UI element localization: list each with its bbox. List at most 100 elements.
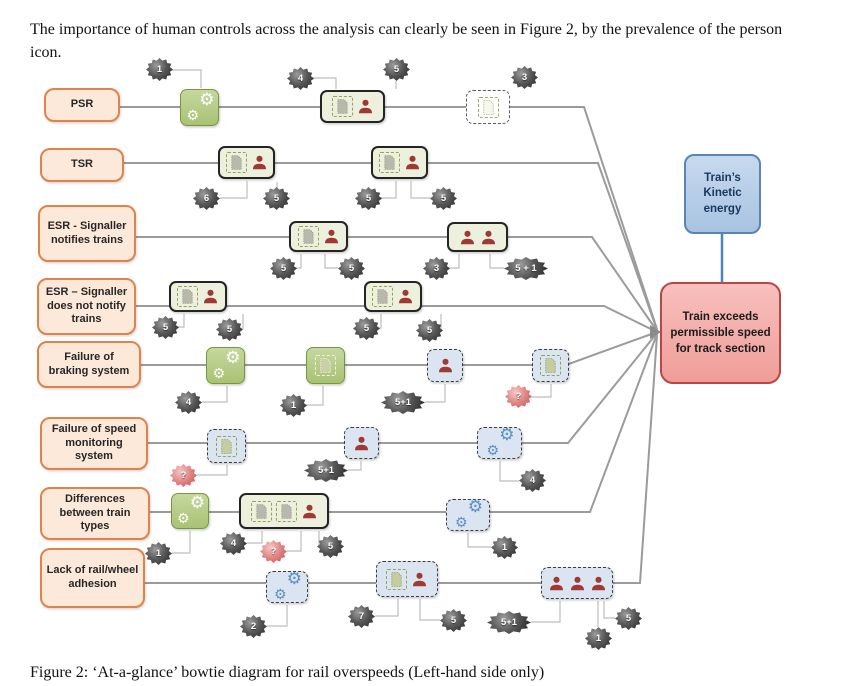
threat-box-esr-notifies: ESR - Signaller notifies trains	[38, 205, 136, 262]
gears-icon: ⚙⚙	[274, 569, 302, 603]
control-procedure-person	[169, 281, 227, 312]
count-badge: 2	[240, 615, 267, 638]
gears-icon: ⚙⚙	[177, 493, 205, 527]
control-procedure-person	[289, 221, 348, 252]
control-document-blue	[532, 349, 569, 382]
count-badge: 4	[175, 391, 202, 414]
count-badge: 5+1	[381, 391, 425, 414]
person-icon	[438, 358, 452, 373]
count-badge: 5	[416, 319, 443, 342]
count-badge: 5	[430, 187, 457, 210]
count-badge: 5 + 1	[504, 257, 548, 280]
control-procedure-person	[364, 281, 422, 312]
control-automation: ⚙⚙	[180, 89, 219, 126]
count-badge: 5	[353, 317, 380, 340]
control-three-persons	[541, 567, 613, 599]
control-document-dashed	[466, 90, 510, 124]
control-two-persons	[447, 222, 508, 252]
person-icon	[358, 99, 372, 114]
person-icon	[203, 289, 218, 304]
document-icon	[225, 152, 247, 173]
document-icon	[250, 500, 272, 522]
threat-box-psr: PSR	[44, 88, 120, 122]
person-icon	[549, 576, 563, 590]
person-icon	[398, 289, 413, 304]
count-badge: 5	[615, 607, 642, 630]
count-badge: 5	[216, 318, 243, 341]
person-icon	[412, 572, 427, 586]
document-icon	[331, 96, 353, 117]
document-icon	[216, 435, 237, 457]
count-badge: 5	[263, 187, 290, 210]
person-icon	[354, 436, 369, 450]
document-icon	[372, 286, 393, 307]
document-icon	[477, 96, 499, 118]
document-icon	[177, 286, 198, 307]
count-badge: 5	[383, 58, 410, 81]
document-icon	[540, 355, 561, 376]
person-icon	[591, 576, 605, 590]
control-document-blue	[207, 429, 246, 463]
control-procedure-person	[218, 146, 275, 179]
count-badge: 1	[145, 542, 172, 565]
unknown-badge: ?	[260, 540, 287, 563]
count-badge: 4	[287, 67, 314, 90]
count-badge: 4	[519, 469, 546, 492]
control-automation: ⚙⚙	[206, 347, 245, 384]
count-badge: 6	[193, 187, 220, 210]
control-person-blue	[427, 349, 463, 382]
person-icon	[302, 504, 316, 518]
gears-icon: ⚙⚙	[186, 89, 215, 124]
gears-icon: ⚙⚙	[486, 425, 515, 459]
person-icon	[481, 230, 495, 244]
body-text: The importance of human controls across …	[30, 21, 783, 62]
count-badge: 7	[348, 605, 375, 628]
person-icon	[570, 576, 584, 590]
person-icon	[252, 155, 266, 170]
person-icon	[324, 229, 338, 244]
threat-box-braking-failure: Failure of braking system	[37, 341, 141, 388]
count-badge: 1	[491, 536, 518, 559]
gears-icon: ⚙⚙	[212, 347, 241, 382]
control-automation: ⚙⚙	[171, 493, 209, 529]
document-icon	[378, 152, 400, 173]
figure-caption: Figure 2: ‘At-a-glance’ bowtie diagram f…	[30, 664, 545, 681]
count-badge: 5	[355, 187, 382, 210]
control-automation-blue: ⚙⚙	[266, 571, 308, 603]
count-badge: 5	[338, 257, 365, 280]
threat-box-speed-monitoring: Failure of speed monitoring system	[40, 417, 148, 470]
count-badge: 1	[280, 394, 307, 417]
count-badge: 5	[440, 609, 467, 632]
unknown-badge: ?	[505, 385, 532, 408]
top-event-box: Train exceeds permissible speed for trac…	[660, 282, 781, 384]
count-badge: 1	[585, 627, 612, 650]
control-automation-blue: ⚙⚙	[477, 427, 522, 459]
unknown-badge: ?	[170, 464, 197, 487]
control-person-blue	[344, 427, 379, 459]
count-badge: 4	[220, 532, 247, 555]
control-two-procedures-person	[239, 493, 329, 529]
threat-box-adhesion: Lack of rail/wheel adhesion	[40, 548, 145, 608]
control-document-person-blue	[376, 561, 438, 597]
count-badge: 5	[270, 257, 297, 280]
person-icon	[460, 230, 474, 244]
threat-box-tsr: TSR	[40, 148, 124, 182]
count-badge: 3	[423, 257, 450, 280]
document-icon	[386, 568, 407, 590]
count-badge: 5+1	[304, 459, 348, 482]
control-automation-blue: ⚙⚙	[446, 499, 490, 531]
count-badge: 1	[146, 58, 173, 81]
person-icon	[405, 155, 419, 170]
count-badge: 5	[317, 535, 344, 558]
control-procedure-person	[371, 146, 428, 179]
count-badge: 5	[152, 316, 179, 339]
control-document-green	[306, 347, 345, 384]
control-procedure-person	[320, 90, 385, 123]
threat-box-esr-not-notify: ESR – Signaller does not notify trains	[37, 278, 136, 335]
document-icon	[315, 355, 336, 376]
document-icon	[275, 500, 297, 522]
threat-box-train-differences: Differences between train types	[40, 487, 150, 540]
hazard-box: Train’s Kinetic energy	[684, 154, 761, 234]
count-badge: 3	[511, 66, 538, 89]
